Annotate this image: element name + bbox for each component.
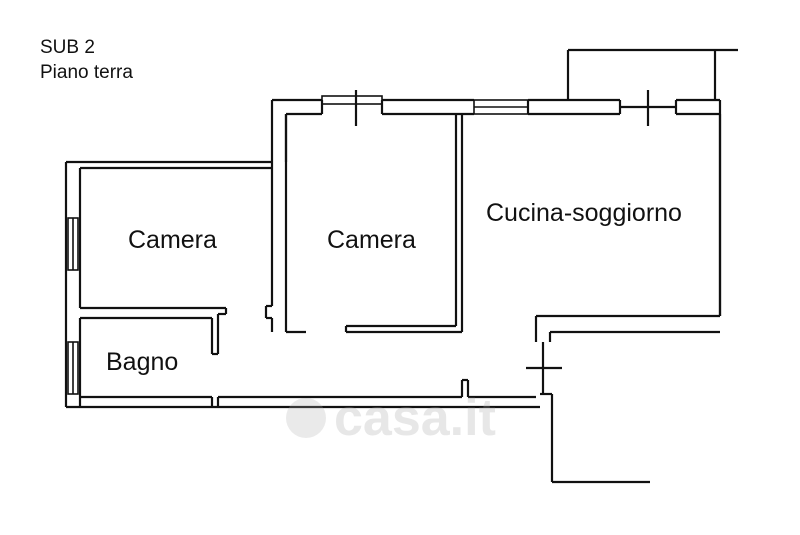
room-labels: Camera Camera Cucina-soggiorno Bagno (106, 199, 682, 376)
watermark-text: casa.it (334, 389, 496, 447)
room-label-bagno: Bagno (106, 348, 178, 376)
floor-label: Piano terra (40, 62, 133, 83)
watermark-logo-icon (286, 398, 326, 438)
room-label-camera-center: Camera (327, 226, 416, 254)
exterior-walls (64, 48, 738, 484)
room-label-cucina-soggiorno: Cucina-soggiorno (486, 199, 682, 227)
interior-walls (80, 114, 470, 407)
room-label-camera-left: Camera (128, 226, 217, 254)
unit-label: SUB 2 (40, 37, 95, 58)
